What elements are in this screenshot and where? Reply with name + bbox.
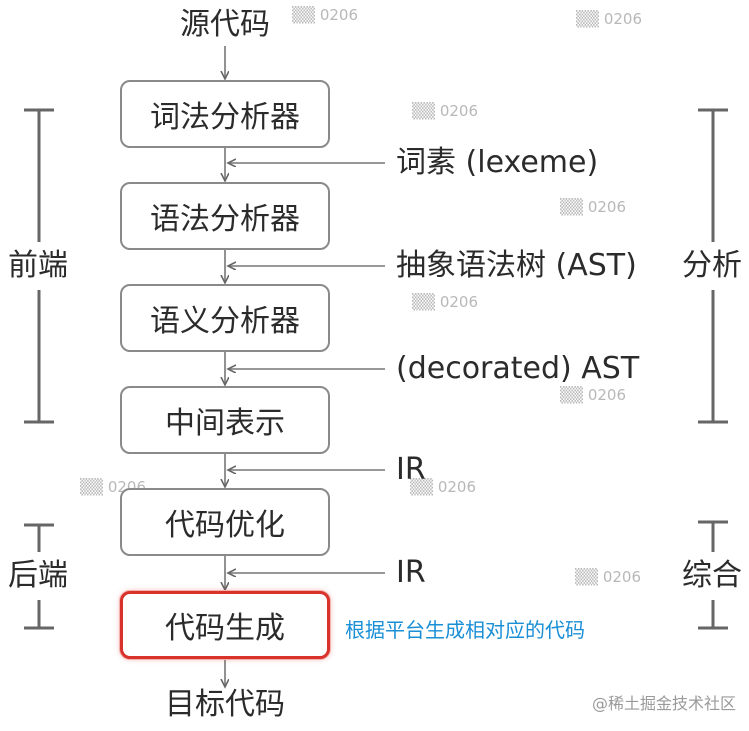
output-decorated-ast: (decorated) AST bbox=[396, 351, 640, 386]
output-ir-2: IR bbox=[396, 555, 426, 590]
backend-label: 后端 bbox=[8, 558, 68, 593]
site-watermark: @稀土掘金技术社区 bbox=[592, 694, 737, 713]
source-code-label: 源代码 bbox=[180, 7, 270, 42]
watermark-faint: ▒▒ 0206 bbox=[410, 478, 477, 496]
watermark-faint: ▒▒ 0206 bbox=[412, 293, 479, 311]
watermark-faint: ▒▒ 0206 bbox=[560, 198, 627, 216]
stage-code-optimization: 代码优化 bbox=[120, 488, 330, 556]
stage-code-generation: 代码生成 bbox=[120, 591, 330, 659]
frontend-label: 前端 bbox=[8, 248, 68, 283]
watermark-faint: ▒▒ 0206 bbox=[560, 386, 627, 404]
watermark-faint: ▒▒ 0206 bbox=[576, 10, 643, 28]
synthesis-label: 综合 bbox=[682, 558, 742, 593]
synthesis-bracket bbox=[698, 520, 728, 630]
output-ir-1: IR bbox=[396, 452, 426, 487]
watermark-faint: ▒▒ 0206 bbox=[292, 6, 359, 24]
stage-intermediate-representation: 中间表示 bbox=[120, 386, 330, 454]
stage-semantic-analyzer: 语义分析器 bbox=[120, 284, 330, 352]
watermark-faint: ▒▒ 0206 bbox=[412, 102, 479, 120]
output-lexeme: 词素 (lexeme) bbox=[396, 145, 599, 180]
backend-bracket bbox=[24, 523, 54, 630]
analysis-bracket bbox=[698, 108, 728, 424]
stage-parser: 语法分析器 bbox=[120, 182, 330, 250]
target-code-label: 目标代码 bbox=[165, 687, 285, 722]
analysis-label: 分析 bbox=[682, 248, 742, 283]
stage-lexer: 词法分析器 bbox=[120, 80, 330, 148]
watermark-faint: ▒▒ 0206 bbox=[575, 568, 642, 586]
code-generation-annotation: 根据平台生成相对应的代码 bbox=[345, 618, 585, 642]
output-ast: 抽象语法树 (AST) bbox=[396, 248, 637, 283]
frontend-bracket bbox=[24, 108, 54, 424]
